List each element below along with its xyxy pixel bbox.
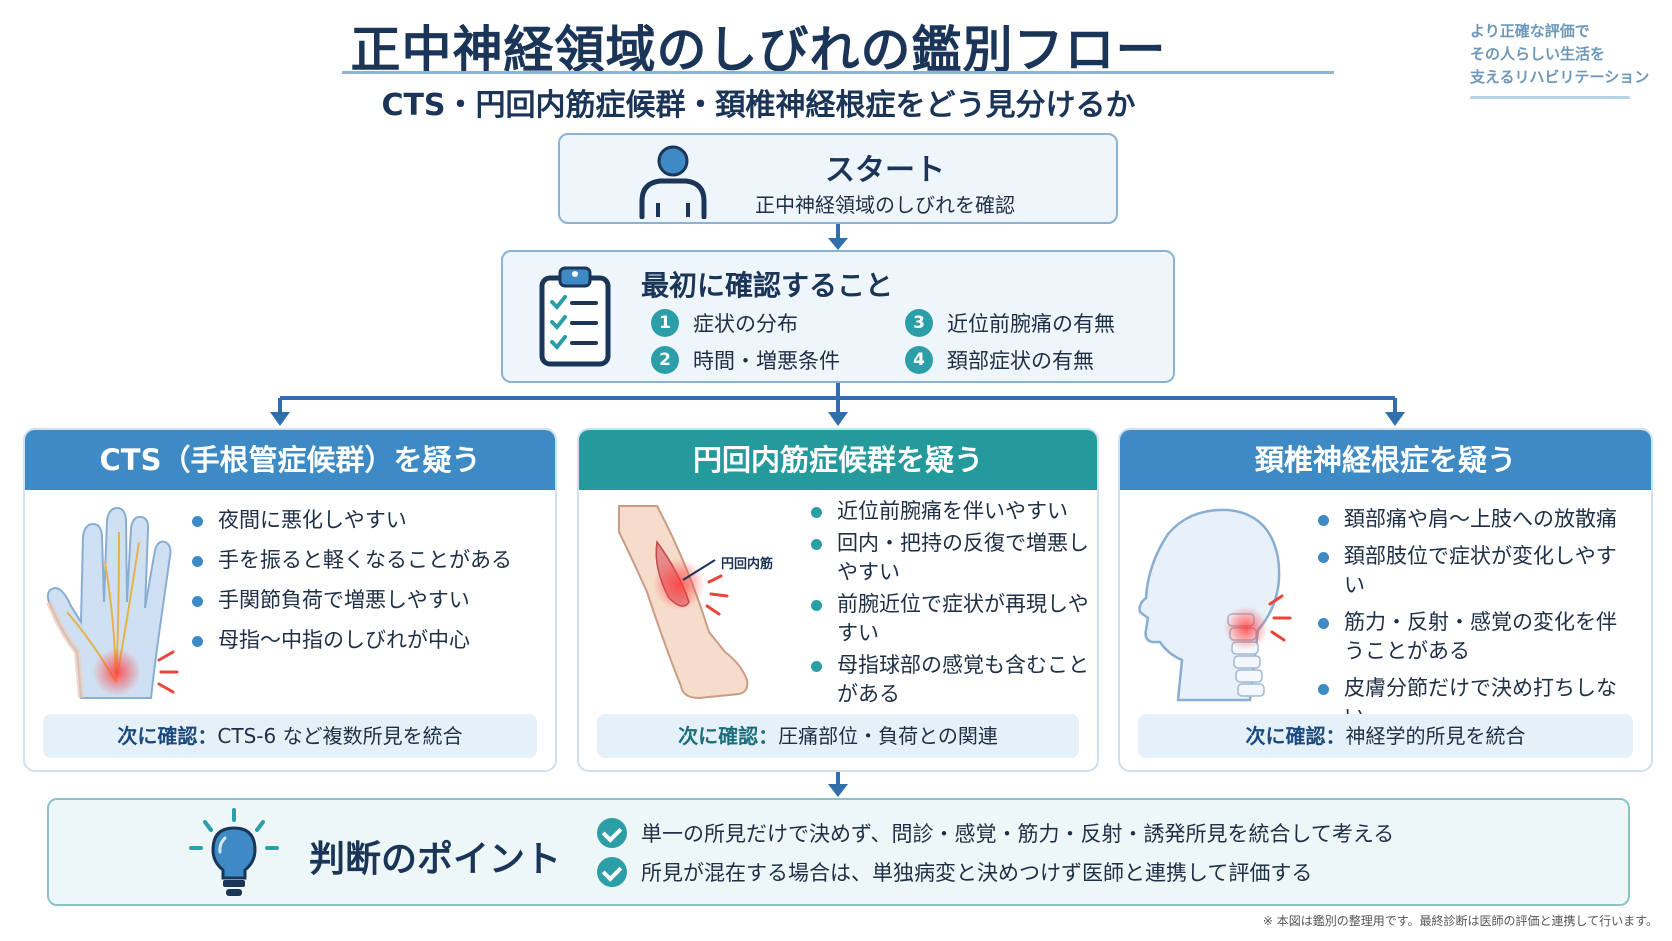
next-check-text: 圧痛部位・負荷との関連 (778, 724, 998, 748)
list-item: 皮膚分節だけで決め打ちしない (1316, 674, 1636, 732)
cervical-next-check: 次に確認：神経学的所見を統合 (1138, 714, 1633, 758)
step-number-badge: 1 (651, 309, 679, 337)
list-item: 母指〜中指のしびれが中心 (190, 626, 512, 655)
first-check-title: 最初に確認すること (641, 269, 894, 302)
arrowhead (270, 412, 290, 426)
list-item: 母指球部の感覚も含むことがある (809, 651, 1089, 709)
list-item: 手関節負荷で増悪しやすい (190, 586, 512, 615)
judgement-point-title: 判断のポイント (309, 839, 562, 880)
list-item: 回内・把持の反復で増悪しやすい (809, 529, 1089, 587)
check-item-label: 時間・増悪条件 (693, 349, 840, 373)
cts-card: CTS（手根管症候群）を疑う 夜間に悪化しやすい 手を振ると軽くなることがある … (23, 428, 557, 772)
cervical-card: 頚椎神経根症を疑う 頚部痛や肩〜上肢への放散痛 頚部肢位で症状が変化しやすい 筋… (1118, 428, 1653, 772)
next-check-text: 神経学的所見を統合 (1345, 724, 1526, 748)
check-item-label: 頚部症状の有無 (947, 349, 1094, 373)
check-item: 1 症状の分布 (651, 308, 798, 338)
check-item-label: 近位前腕痛の有無 (947, 312, 1115, 336)
list-item: 前腕近位で症状が再現しやすい (809, 590, 1089, 648)
pronator-next-check: 次に確認：圧痛部位・負荷との関連 (597, 714, 1079, 758)
title-divider (342, 71, 1334, 74)
footnote: ※ 本図は鑑別の整理用です。最終診断は医師の評価と連携して行います。 (1262, 914, 1658, 928)
list-item: 頚部肢位で症状が変化しやすい (1316, 542, 1636, 600)
first-check-box: 最初に確認すること 1 症状の分布 2 時間・増悪条件 3 近位前腕痛の有無 4… (501, 250, 1175, 383)
point-item-text: 単一の所見だけで決めず、問診・感覚・筋力・反射・誘発所見を統合して考える (641, 822, 1395, 846)
forearm-illustration-icon (618, 505, 749, 700)
pronator-bullet-list: 近位前腕痛を伴いやすい 回内・把持の反復で増悪しやすい 前腕近位で症状が再現しや… (809, 497, 1089, 709)
clipboard-checklist-icon (539, 266, 611, 367)
list-item: 筋力・反射・感覚の変化を伴うことがある (1316, 608, 1636, 666)
list-item: 夜間に悪化しやすい (190, 506, 512, 535)
corner-divider (1470, 96, 1630, 99)
cervical-bullet-list: 頚部痛や肩〜上肢への放散痛 頚部肢位で症状が変化しやすい 筋力・反射・感覚の変化… (1316, 505, 1636, 732)
list-item: 頚部痛や肩〜上肢への放散痛 (1316, 505, 1636, 534)
arrowhead (1385, 412, 1405, 426)
check-circle-icon (597, 857, 627, 887)
person-icon (639, 145, 707, 219)
corner-tagline: より正確な評価で その人らしい生活を 支えるリハビリテーション (1470, 20, 1649, 89)
point-item: 単一の所見だけで決めず、問診・感覚・筋力・反射・誘発所見を統合して考える (597, 818, 1394, 848)
cts-bullet-list: 夜間に悪化しやすい 手を振ると軽くなることがある 手関節負荷で増悪しやすい 母指… (190, 506, 512, 655)
cervical-card-title: 頚椎神経根症を疑う (1120, 430, 1651, 490)
next-check-label: 次に確認： (678, 724, 779, 748)
next-check-label: 次に確認： (117, 724, 218, 748)
check-item: 2 時間・増悪条件 (651, 345, 840, 375)
point-item-text: 所見が混在する場合は、単独病変と決めつけず医師と連携して評価する (641, 861, 1313, 885)
lightbulb-icon (189, 808, 279, 896)
point-item: 所見が混在する場合は、単独病変と決めつけず医師と連携して評価する (597, 857, 1312, 887)
pronator-label: 円回内筋 (721, 557, 774, 572)
pronator-card-title: 円回内筋症候群を疑う (579, 430, 1097, 490)
step-number-badge: 4 (905, 346, 933, 374)
check-circle-icon (597, 818, 627, 848)
start-box: スタート 正中神経領域のしびれを確認 (558, 133, 1118, 224)
list-item: 手を振ると軽くなることがある (190, 546, 512, 575)
cts-card-title: CTS（手根管症候群）を疑う (25, 430, 555, 490)
start-description: 正中神経領域のしびれを確認 (755, 193, 1015, 217)
start-title: スタート (825, 153, 945, 188)
hand-illustration-icon (46, 506, 179, 699)
list-item: 近位前腕痛を伴いやすい (809, 497, 1089, 526)
check-item: 4 頚部症状の有無 (905, 345, 1094, 375)
next-check-label: 次に確認： (1245, 724, 1346, 748)
next-check-text: CTS-6 など複数所見を統合 (217, 724, 463, 748)
arrowhead (828, 412, 848, 426)
check-item: 3 近位前腕痛の有無 (905, 308, 1115, 338)
arrowhead (828, 238, 848, 250)
corner-line: その人らしい生活を (1470, 45, 1606, 63)
arrowhead (828, 784, 848, 797)
judgement-point-box: 判断のポイント 単一の所見だけで決めず、問診・感覚・筋力・反射・誘発所見を統合し… (47, 798, 1630, 906)
cts-next-check: 次に確認：CTS-6 など複数所見を統合 (43, 714, 537, 758)
check-item-label: 症状の分布 (693, 312, 798, 336)
pronator-card: 円回内筋症候群を疑う 円回内筋 近位前腕痛を伴いやすい 回内・把持の反復で増悪し… (577, 428, 1099, 772)
page-subtitle: CTS・円回内筋症候群・頚椎神経根症をどう見分けるか (381, 88, 1136, 123)
corner-line: 支えるリハビリテーション (1470, 68, 1650, 86)
corner-line: より正確な評価で (1470, 22, 1590, 40)
page-title: 正中神経領域のしびれの鑑別フロー (350, 21, 1167, 79)
step-number-badge: 2 (651, 346, 679, 374)
step-number-badge: 3 (905, 309, 933, 337)
head-neck-illustration-icon (1138, 508, 1292, 702)
